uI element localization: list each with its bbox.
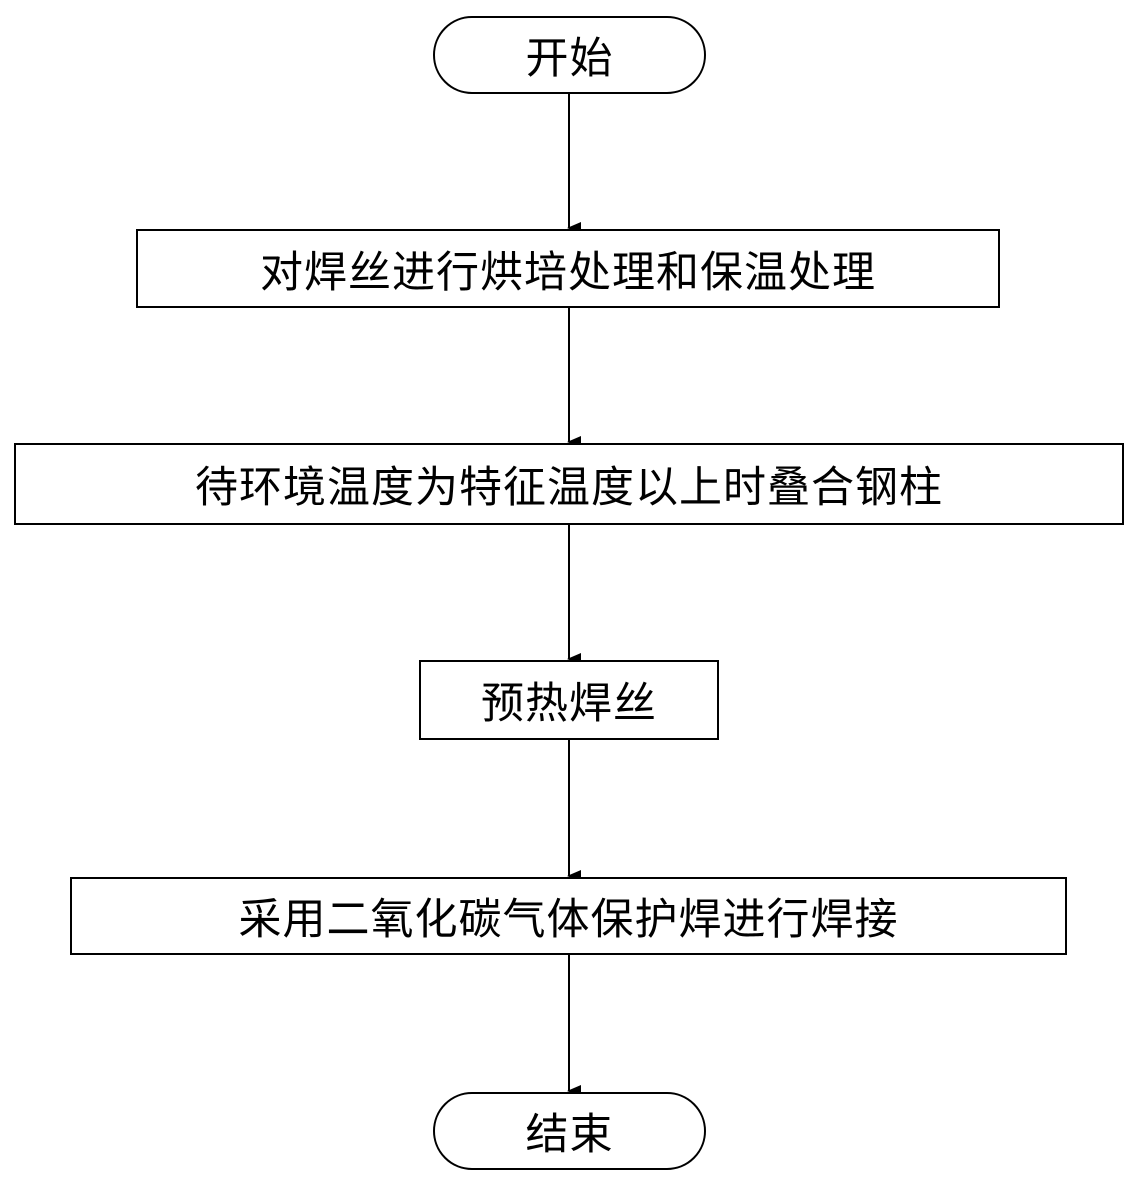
start-terminal: 开始 xyxy=(433,16,706,94)
end-terminal: 结束 xyxy=(433,1092,706,1170)
start-label: 开始 xyxy=(525,34,614,84)
process-step-label: 采用二氧化碳气体保护焊进行焊接 xyxy=(238,895,899,945)
end-label: 结束 xyxy=(525,1110,614,1160)
process-step-label: 对焊丝进行烘培处理和保温处理 xyxy=(260,247,876,298)
process-step-stack-steel-column: 待环境温度为特征温度以上时叠合钢柱 xyxy=(14,443,1124,525)
process-step-label: 待环境温度为特征温度以上时叠合钢柱 xyxy=(195,463,943,513)
process-step-co2-welding: 采用二氧化碳气体保护焊进行焊接 xyxy=(70,877,1067,955)
process-step-bake-and-insulate-wire: 对焊丝进行烘培处理和保温处理 xyxy=(136,229,1000,308)
process-step-preheat-wire: 预热焊丝 xyxy=(419,660,719,740)
process-step-label: 预热焊丝 xyxy=(481,679,657,729)
